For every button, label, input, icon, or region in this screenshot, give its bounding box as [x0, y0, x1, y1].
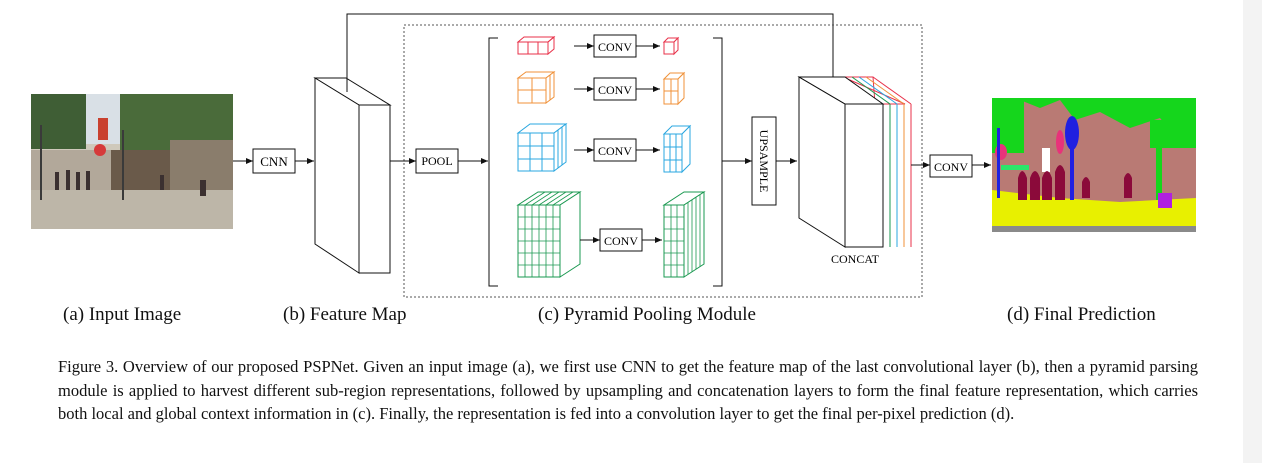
pool-out-level-2: [662, 71, 686, 106]
prediction-map: [992, 98, 1196, 232]
upsample-label: UPSAMPLE: [757, 130, 771, 193]
pool-out-level-4: [662, 191, 706, 278]
pspnet-diagram: CNN POOL CONV CONV: [31, 13, 1196, 298]
conv-label-level2: CONV: [598, 83, 632, 97]
branch-bracket-left: [488, 37, 498, 287]
pool-label: POOL: [421, 154, 452, 168]
conv-label-level4: CONV: [604, 234, 638, 248]
pool-level-4: [516, 191, 582, 278]
branch-bracket-right: [713, 37, 723, 287]
conv-box-final: [929, 154, 973, 178]
cnn-label: CNN: [260, 154, 288, 169]
cnn-box: [252, 148, 296, 174]
concat-block: [797, 76, 912, 248]
page-margin-strip: [1243, 0, 1262, 463]
panel-label-c: (c) Pyramid Pooling Module: [538, 304, 756, 325]
conv-label-level1: CONV: [598, 40, 632, 54]
conv-label-final: CONV: [934, 160, 968, 174]
pool-level-3: [516, 123, 568, 172]
panel-label-d: (d) Final Prediction: [1007, 304, 1156, 325]
input-image: [31, 94, 233, 229]
pool-out-level-1: [662, 36, 680, 56]
concat-label: CONCAT: [831, 252, 880, 266]
conv-label-level3: CONV: [598, 144, 632, 158]
panel-label-b: (b) Feature Map: [283, 304, 407, 325]
panel-label-a: (a) Input Image: [63, 304, 182, 325]
skip-connection-arrow: [346, 13, 836, 101]
pool-level-2: [516, 71, 556, 104]
pool-box: [415, 148, 459, 174]
figure-caption: Figure 3. Overview of our proposed PSPNe…: [58, 357, 1198, 423]
upsample-box: [751, 116, 777, 206]
pool-level-1: [516, 35, 556, 56]
feature-map-block: [313, 77, 392, 274]
pool-out-level-3: [662, 124, 692, 174]
